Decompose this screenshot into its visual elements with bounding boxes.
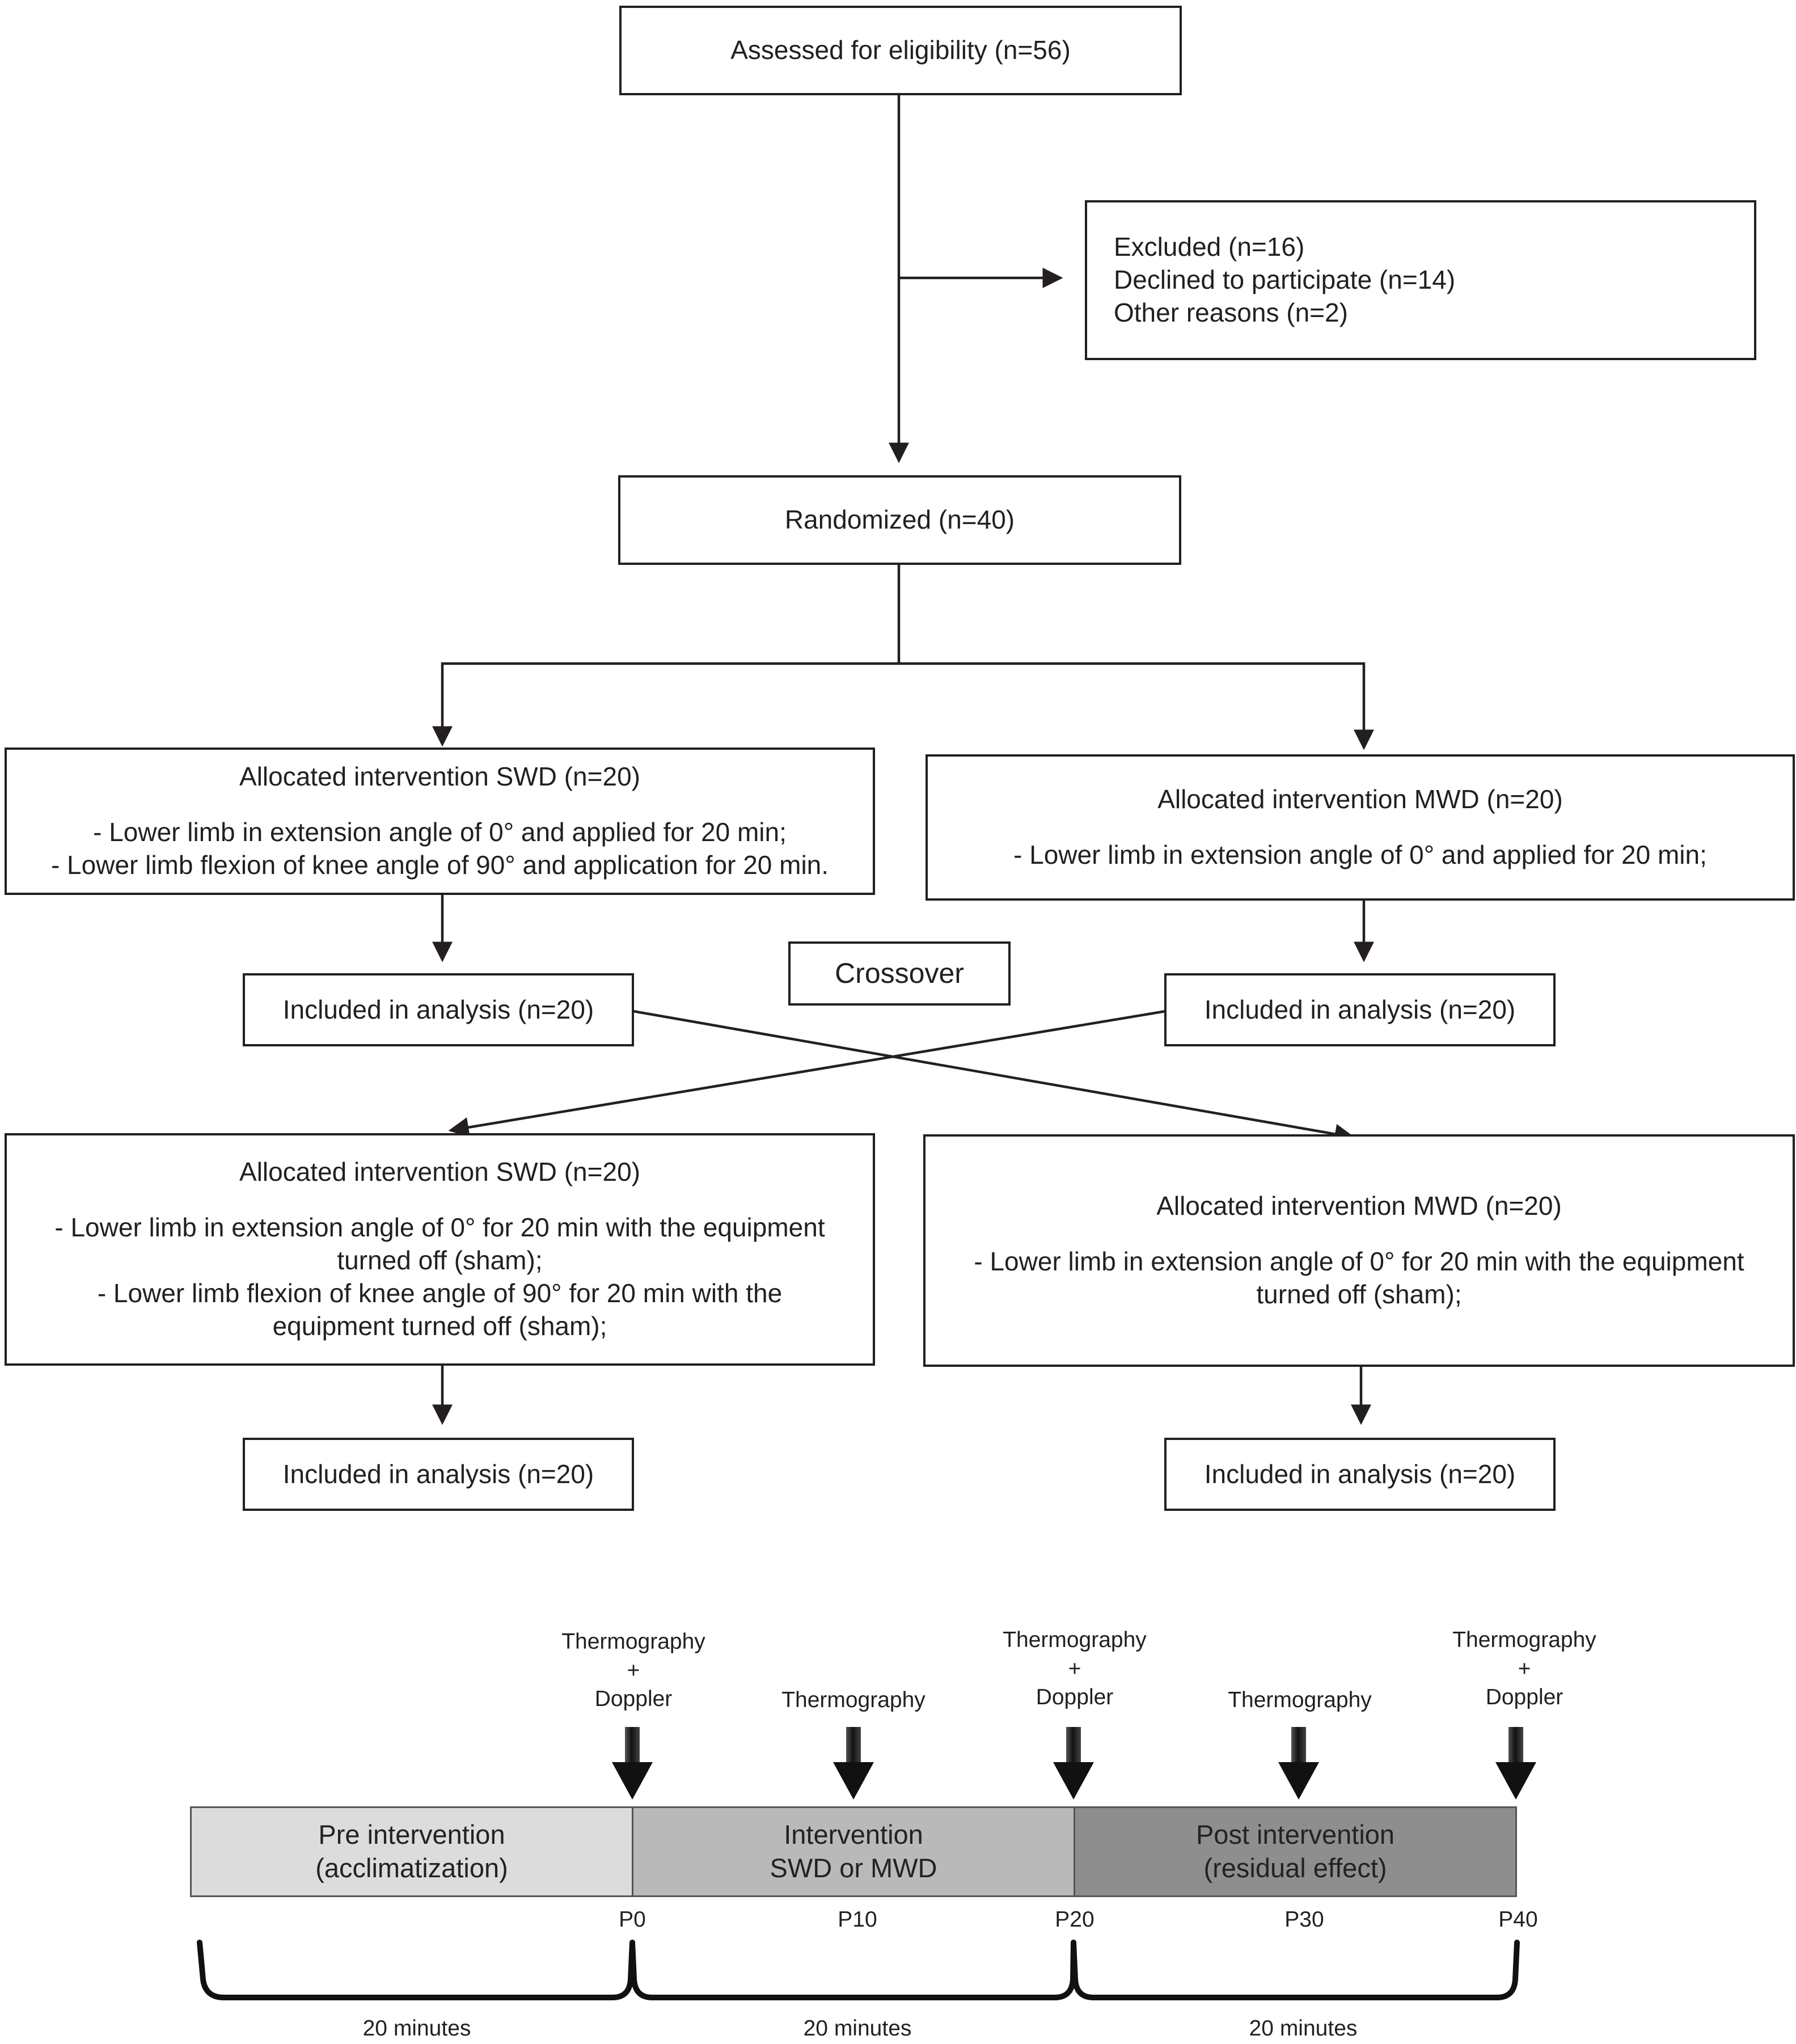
mwd1-line: - Lower limb in extension angle of 0° an… [1013, 840, 1707, 869]
measure-label-p40: Thermography + Doppler [1452, 1626, 1596, 1712]
measure-line: Thermography [1228, 1688, 1372, 1712]
duration-label: 20 minutes [1249, 2016, 1358, 2041]
swd1-line: - Lower limb flexion of knee angle of 90… [50, 850, 829, 880]
crossover-arrow-right-to-left [448, 1010, 1166, 1138]
crossover-arrow-left-to-right [633, 1010, 1355, 1145]
eligibility-box: Assessed for eligibility (n=56) [619, 6, 1182, 95]
measure-line: Doppler [1485, 1685, 1563, 1710]
measure-line: Doppler [1036, 1685, 1114, 1710]
excluded-line: Excluded (n=16) [1114, 232, 1305, 262]
measure-label-p0: Thermography + Doppler [561, 1628, 705, 1714]
time-point-label: P40 [1498, 1907, 1538, 1932]
randomized-box: Randomized (n=40) [618, 475, 1181, 565]
measure-label-p20: Thermography + Doppler [1003, 1626, 1147, 1712]
duration-braces [197, 1940, 1520, 2000]
measure-arrow-icon [1278, 1727, 1319, 1800]
excluded-line: Declined to participate (n=14) [1114, 265, 1456, 295]
eligibility-text: Assessed for eligibility (n=56) [730, 35, 1071, 65]
duration-label: 20 minutes [803, 2016, 912, 2041]
swd-allocation-box-1: Allocated intervention SWD (n=20) - Lowe… [5, 748, 875, 895]
measure-arrow-icon [612, 1727, 653, 1800]
mwd-allocation-box-1: Allocated intervention MWD (n=20) - Lowe… [926, 754, 1795, 901]
measure-label-p30: Thermography [1228, 1686, 1372, 1715]
mwd2-line: turned off (sham); [1256, 1279, 1462, 1309]
measure-line: + [627, 1658, 640, 1683]
analysis-box-left-1: Included in analysis (n=20) [243, 973, 634, 1046]
mwd2-line: - Lower limb in extension angle of 0° fo… [974, 1247, 1744, 1277]
segment-line: Pre intervention [318, 1819, 505, 1850]
measure-arrow-icon [833, 1727, 874, 1800]
excluded-box: Excluded (n=16) Declined to participate … [1085, 200, 1756, 360]
time-point-label: P10 [838, 1907, 877, 1932]
measure-line: Thermography [1452, 1628, 1596, 1652]
analysis-text: Included in analysis (n=20) [1204, 994, 1516, 1024]
crossover-text: Crossover [835, 957, 964, 989]
measure-line: Thermography [1003, 1628, 1147, 1652]
measure-arrow-icon [1495, 1727, 1536, 1800]
excluded-line: Other reasons (n=2) [1114, 297, 1348, 327]
analysis-box-left-2: Included in analysis (n=20) [243, 1438, 634, 1511]
swd2-line: - Lower limb flexion of knee angle of 90… [97, 1278, 783, 1308]
segment-line: SWD or MWD [770, 1853, 937, 1883]
time-point-label: P0 [619, 1907, 646, 1932]
measure-arrow-icon [1053, 1727, 1094, 1800]
mwd2-title: Allocated intervention MWD (n=20) [1156, 1191, 1562, 1221]
measure-label-p10: Thermography [781, 1686, 926, 1715]
time-point-label: P30 [1284, 1907, 1324, 1932]
segment-line: Intervention [784, 1819, 923, 1850]
swd1-title: Allocated intervention SWD (n=20) [239, 762, 640, 792]
randomized-text: Randomized (n=40) [784, 505, 1015, 535]
swd2-title: Allocated intervention SWD (n=20) [239, 1157, 640, 1187]
measure-line: Thermography [781, 1688, 926, 1712]
analysis-text: Included in analysis (n=20) [282, 994, 594, 1024]
swd1-line: - Lower limb in extension angle of 0° an… [93, 817, 787, 847]
analysis-text: Included in analysis (n=20) [1204, 1459, 1516, 1489]
swd2-line: turned off (sham); [337, 1245, 543, 1276]
time-point-label: P20 [1055, 1907, 1094, 1932]
analysis-box-right-1: Included in analysis (n=20) [1164, 973, 1556, 1046]
segment-line: (residual effect) [1203, 1853, 1387, 1883]
measure-line: + [1518, 1656, 1531, 1681]
arrow-randomized-to-swd [432, 563, 901, 747]
swd2-line: equipment turned off (sham); [272, 1311, 607, 1341]
mwd-allocation-box-2: Allocated intervention MWD (n=20) - Lowe… [923, 1134, 1795, 1367]
swd2-line: - Lower limb in extension angle of 0° fo… [54, 1213, 825, 1243]
crossover-label-box: Crossover [788, 941, 1011, 1006]
arrow-randomized-to-mwd [899, 662, 1374, 750]
segment-intervention: Intervention SWD or MWD [632, 1806, 1075, 1897]
swd-allocation-box-2: Allocated intervention SWD (n=20) - Lowe… [5, 1133, 875, 1366]
measure-line: + [1068, 1656, 1081, 1681]
measure-line: Thermography [561, 1629, 705, 1654]
segment-line: Post intervention [1195, 1819, 1395, 1850]
segment-post-intervention: Post intervention (residual effect) [1074, 1806, 1517, 1897]
measurement-arrows [612, 1727, 1536, 1800]
segment-pre-intervention: Pre intervention (acclimatization) [190, 1806, 633, 1897]
analysis-box-right-2: Included in analysis (n=20) [1164, 1438, 1556, 1511]
measure-line: Doppler [594, 1687, 673, 1712]
segment-line: (acclimatization) [315, 1853, 508, 1883]
analysis-text: Included in analysis (n=20) [282, 1459, 594, 1489]
duration-label: 20 minutes [362, 2016, 471, 2041]
mwd1-title: Allocated intervention MWD (n=20) [1157, 784, 1563, 814]
